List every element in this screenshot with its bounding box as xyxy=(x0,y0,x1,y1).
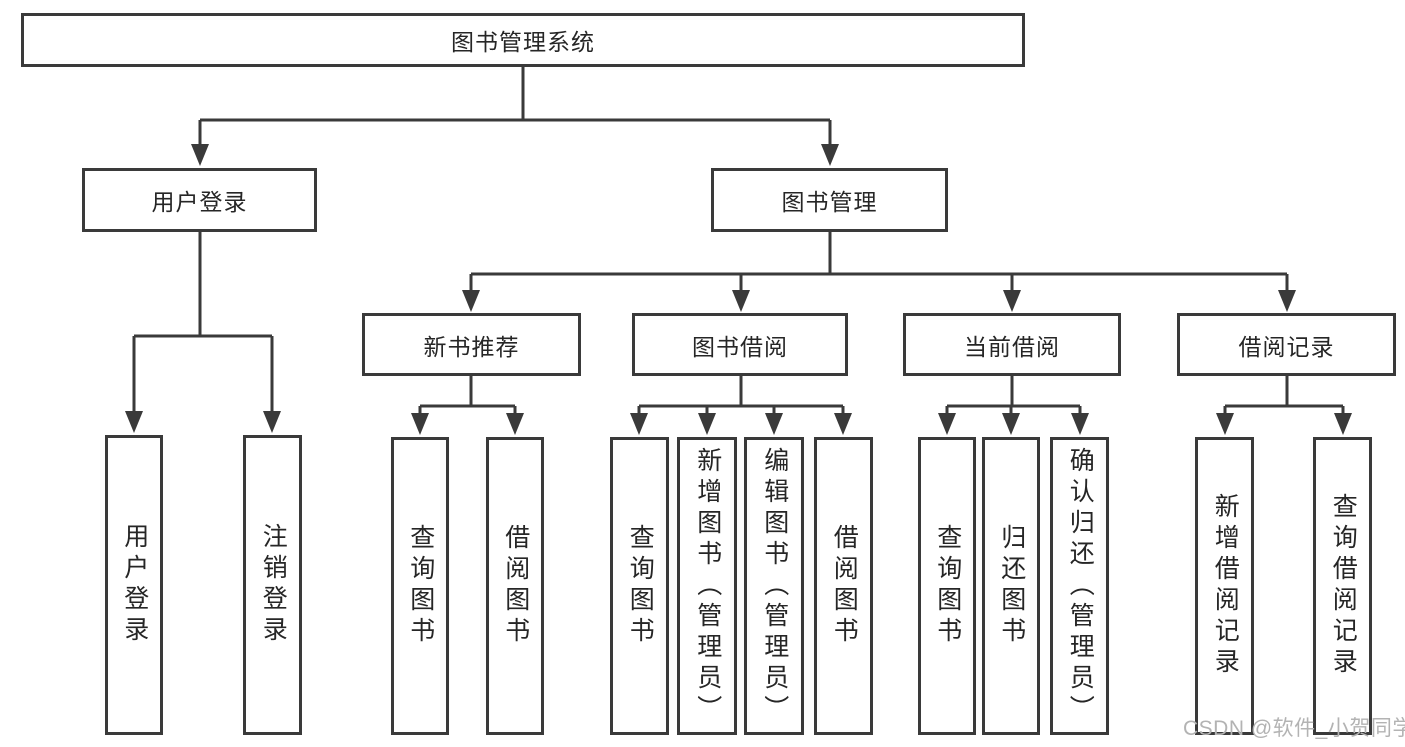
leaf-add-book-admin: 新增图书（管理员） xyxy=(677,437,737,735)
node-new-book-recommend: 新书推荐 xyxy=(362,313,581,376)
watermark: CSDN @软件_小贺同学 xyxy=(1183,717,1405,740)
leaf-add-borrow-record: 新增借阅记录 xyxy=(1195,437,1254,735)
node-root-system: 图书管理系统 xyxy=(21,13,1025,67)
leaf-return-books: 归还图书 xyxy=(982,437,1040,735)
node-borrow-records: 借阅记录 xyxy=(1177,313,1396,376)
leaf-borrow-books-recommend: 借阅图书 xyxy=(486,437,544,735)
leaf-query-books-recommend: 查询图书 xyxy=(391,437,449,735)
node-current-borrow: 当前借阅 xyxy=(903,313,1121,376)
leaf-user-login: 用户登录 xyxy=(105,435,163,735)
leaf-confirm-return-admin: 确认归还（管理员） xyxy=(1050,437,1109,735)
leaf-borrow-books: 借阅图书 xyxy=(814,437,873,735)
leaf-logout: 注销登录 xyxy=(243,435,302,735)
node-book-borrow: 图书借阅 xyxy=(632,313,848,376)
arrowheads xyxy=(125,144,1352,435)
leaf-query-books-current: 查询图书 xyxy=(918,437,976,735)
leaf-query-books-borrow: 查询图书 xyxy=(610,437,669,735)
leaf-edit-book-admin: 编辑图书（管理员） xyxy=(744,437,804,735)
leaf-query-borrow-record: 查询借阅记录 xyxy=(1313,437,1372,735)
node-book-management-branch: 图书管理 xyxy=(711,168,948,232)
node-user-login-branch: 用户登录 xyxy=(82,168,317,232)
